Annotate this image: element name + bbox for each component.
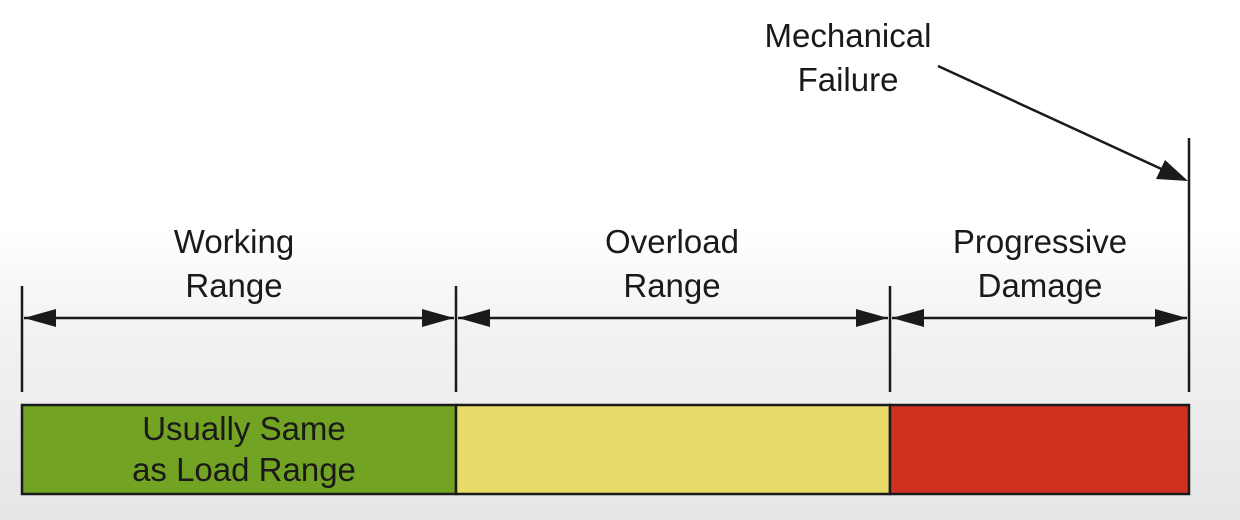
failure-leader-line <box>937 64 1169 174</box>
overload-range-label-line1: Overload <box>605 223 739 260</box>
working-range-label-line2: Range <box>185 267 283 304</box>
progressive-damage-arrowhead-left <box>892 309 924 327</box>
overload-range-label-line2: Range <box>623 267 721 304</box>
working-range-label: Working Range <box>134 220 334 308</box>
bar-segment-overload <box>454 403 892 496</box>
overload-range-arrowhead-right <box>856 309 888 327</box>
working-segment-label-line1: Usually Same <box>142 410 346 447</box>
bar-segment-working <box>20 403 458 496</box>
working-segment-label: Usually Same as Load Range <box>104 408 384 490</box>
progressive-damage-arrowhead-right <box>1155 309 1187 327</box>
progressive-damage-label: Progressive Damage <box>920 220 1160 308</box>
working-range-label-line1: Working <box>173 223 295 260</box>
failure-label-line1: Mechanical <box>764 17 932 54</box>
overload-range-label: Overload Range <box>572 220 772 308</box>
working-range-arrowhead-right <box>422 309 454 327</box>
bar-segment-progressive-damage <box>888 403 1191 496</box>
failure-label: Mechanical Failure <box>748 14 948 102</box>
progressive-damage-label-line1: Progressive <box>952 223 1128 260</box>
failure-label-line2: Failure <box>797 61 899 98</box>
progressive-damage-label-line2: Damage <box>977 267 1103 304</box>
working-range-arrowhead-left <box>24 309 56 327</box>
failure-leader-arrowhead <box>1156 160 1188 181</box>
overload-range-arrowhead-left <box>458 309 490 327</box>
working-segment-label-line2: as Load Range <box>132 451 356 488</box>
